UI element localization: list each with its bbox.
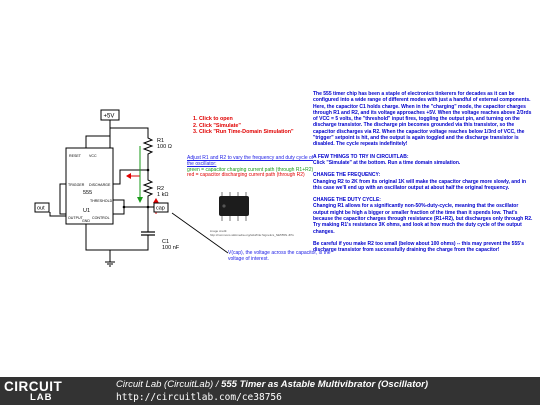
step-2: 2. Click "Simulate" <box>193 122 241 129</box>
out-probe-label: out <box>37 206 45 212</box>
c1-value: 100 nF <box>162 245 180 251</box>
r2-resistor[interactable] <box>142 178 154 200</box>
footer-author[interactable]: Circuit Lab (CircuitLab) <box>116 379 214 390</box>
pin-reset: RESET <box>69 154 82 158</box>
footer-circuit-title[interactable]: 555 Timer as Astable Multivibrator (Osci… <box>221 379 429 390</box>
r1-value: 100 Ω <box>157 144 172 150</box>
adjust-note: Adjust R1 and R2 to vary the frequency a… <box>187 155 317 179</box>
ic-photo <box>219 192 249 221</box>
logo-text-top: CIRCUIT <box>4 379 63 394</box>
chip-part: 555 <box>83 190 92 196</box>
footer-title: Circuit Lab (CircuitLab) / 555 Timer as … <box>116 379 428 390</box>
step-3: 3. Click "Run Time-Domain Simulation" <box>193 129 294 136</box>
duty-text: Changing R1 allows for a significantly n… <box>313 203 533 235</box>
instruction-steps: 1. Click to open 2. Click "Simulate" 3. … <box>193 116 294 136</box>
charge-arrowhead <box>137 197 143 203</box>
step-1[interactable]: 1. Click to open <box>193 116 233 122</box>
pin-trigger: TRIGGER <box>68 183 85 187</box>
pin-control: CONTROL <box>92 216 110 220</box>
try-text: Click "Simulate" at the bottom. Run a ti… <box>313 159 461 166</box>
image-caption: image credit: http://commons.wikimedia.o… <box>210 229 294 237</box>
r2-value: 1 kΩ <box>157 192 168 198</box>
pin-threshold: THRESHOLD <box>90 199 113 203</box>
supply-label: +5V <box>104 114 115 120</box>
circuitlab-logo[interactable]: CIRCUIT LAB <box>4 379 78 403</box>
chip-name: U1 <box>83 208 90 214</box>
footer-separator: / <box>213 379 222 390</box>
r2-name: R2 <box>157 186 164 192</box>
adjust-heading: Adjust R1 and R2 to vary the frequency a… <box>187 155 314 167</box>
try-heading: A FEW THINGS TO TRY IN CIRCUITLAB: <box>313 153 409 160</box>
footer-bar: CIRCUIT LAB Circuit Lab (CircuitLab) / 5… <box>0 377 540 405</box>
discharge-arrowhead <box>126 173 131 179</box>
discharge-up-arrowhead <box>153 198 159 203</box>
discharge-path-legend: red = capacitor discharging current path… <box>187 172 305 179</box>
warning-text: Be careful if you make R2 too small (bel… <box>313 240 524 254</box>
cap-probe-label: cap <box>156 206 165 212</box>
duty-heading: CHANGE THE DUTY CYCLE: <box>313 197 381 204</box>
description-panel: The 555 timer chip has been a staple of … <box>313 91 535 260</box>
out-probe-box[interactable] <box>34 202 50 213</box>
vnote-pointer <box>171 212 229 254</box>
pin-gnd: GND <box>82 219 90 223</box>
pin-discharge: DISCHARGE <box>89 183 111 187</box>
r1-name: R1 <box>157 138 164 144</box>
charge-path-legend: green = capacitor charging current path … <box>187 166 314 173</box>
chip-555[interactable] <box>65 147 114 225</box>
description-intro: The 555 timer chip has been a staple of … <box>313 91 532 148</box>
voltage-note: V(cap), the voltage across the capacitor… <box>228 250 331 262</box>
frequency-heading: CHANGE THE FREQUENCY: <box>313 172 381 179</box>
c1-name: C1 <box>162 239 169 245</box>
logo-text-bottom: LAB <box>30 392 53 403</box>
r1-resistor[interactable] <box>142 136 154 158</box>
cap-probe-box[interactable] <box>153 202 169 213</box>
pin-output: OUTPUT <box>68 216 84 220</box>
pin-vcc: VCC <box>89 154 97 158</box>
frequency-text: Changing R2 to 2K from its original 1K w… <box>313 178 527 191</box>
footer-url[interactable]: http://circuitlab.com/ce38756 <box>116 392 282 403</box>
